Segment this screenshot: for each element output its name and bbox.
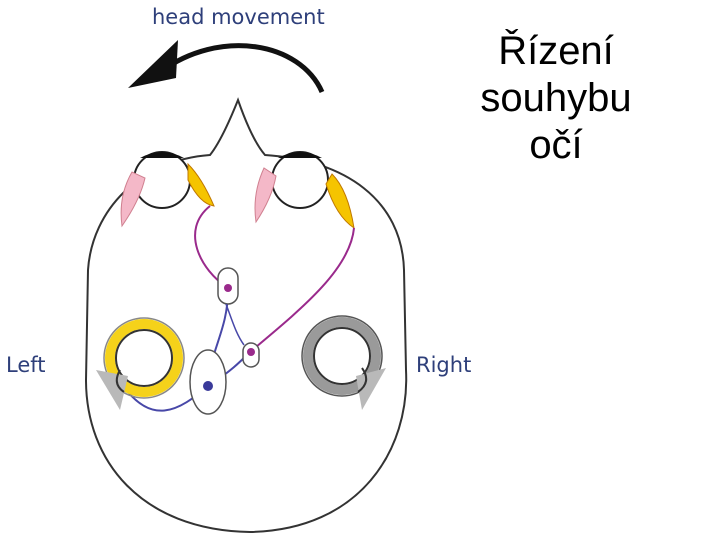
- right-label: Right: [416, 353, 471, 377]
- right-semicircular-canal: [301, 315, 386, 410]
- slide-title: Řízení souhybu očí: [452, 28, 660, 170]
- head-outline: [84, 97, 408, 534]
- eye-movement-diagram: head movement: [6, 5, 471, 534]
- title-line-2: souhybu: [480, 76, 632, 121]
- left-eye-medial-muscle: [120, 171, 146, 228]
- left-eye: [120, 151, 215, 228]
- left-eye-lateral-muscle: [187, 162, 215, 207]
- right-eye-lateral-muscle: [325, 173, 355, 230]
- head-movement-arrow: [128, 40, 325, 94]
- title-line-3: očí: [529, 123, 583, 168]
- vestibular-nucleus: [189, 349, 227, 415]
- left-semicircular-canal: [96, 317, 185, 410]
- title-line-1: Řízení: [498, 29, 614, 73]
- abducens-nucleus: [242, 342, 260, 368]
- oculomotor-nucleus: [217, 267, 239, 305]
- right-eye: [254, 151, 355, 230]
- midline-link: [225, 303, 245, 346]
- head-movement-label: head movement: [152, 5, 325, 29]
- left-label: Left: [6, 353, 46, 377]
- right-eye-medial-muscle: [254, 167, 277, 224]
